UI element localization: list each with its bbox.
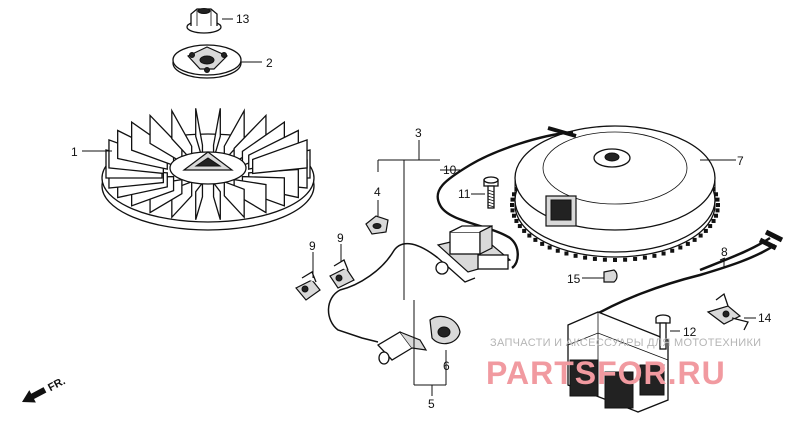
fan-fin: [149, 113, 183, 164]
gear-tooth: [670, 248, 675, 253]
fan-fin: [195, 180, 204, 220]
part-2-starter-plate: [172, 44, 242, 79]
gear-tooth: [716, 203, 720, 207]
gear-tooth: [698, 233, 703, 238]
callout-3: 3: [415, 126, 422, 140]
part-3-ignition-coil: [435, 225, 512, 283]
gear-tooth: [533, 237, 538, 242]
gear-tooth: [623, 257, 628, 262]
gear-tooth: [527, 233, 532, 238]
bolt-thread: [487, 189, 495, 193]
gear-tooth: [715, 208, 720, 213]
gear-tooth: [564, 251, 569, 256]
gear-tooth: [540, 241, 545, 246]
front-direction-indicator: FR.: [22, 375, 67, 403]
gear-tooth: [714, 192, 719, 197]
callout-14: 14: [758, 311, 772, 325]
part-6-rubber-boot: [429, 315, 461, 345]
bolt-thread: [487, 195, 495, 199]
gear-tooth: [522, 228, 527, 233]
gear-tooth: [573, 253, 578, 258]
part-8-charge-wire: [589, 229, 784, 320]
gear-tooth: [514, 187, 519, 192]
gear-tooth: [511, 213, 516, 218]
spark-plug-lead: [327, 243, 439, 343]
watermark-caption: ЗАПЧАСТИ И АКСЕССУАРЫ ДЛЯ МОТОТЕХНИКИ: [490, 337, 761, 349]
leader-lines: [82, 18, 756, 396]
part-9-clamp-left: [295, 271, 321, 301]
callout-6: 6: [443, 359, 450, 373]
fan-fin: [195, 108, 204, 160]
part-12-bolt: [655, 314, 671, 350]
arrow-icon: [22, 387, 47, 403]
gear-tooth: [510, 203, 514, 207]
watermark: ЗАПЧАСТИ И АКСЕССУАРЫ ДЛЯ МОТОТЕХНИКИ PA…: [486, 337, 761, 391]
callout-15: 15: [567, 272, 581, 286]
gear-tooth: [517, 224, 522, 229]
part-14-wing-clip: [706, 292, 749, 331]
part-10-lead-wire: [436, 126, 577, 269]
gear-tooth: [547, 245, 552, 250]
bolt-thread: [487, 201, 495, 205]
fan-fin: [171, 108, 193, 162]
part-1-flywheel-fan: [101, 108, 315, 231]
part-4-clip: [365, 215, 389, 235]
callout-7: 7: [737, 154, 744, 168]
gear-tooth: [511, 192, 516, 197]
part-7-flywheel-rotor: [510, 125, 720, 262]
gear-tooth: [510, 208, 515, 213]
gear-tooth: [592, 256, 597, 261]
callout-13: 13: [236, 12, 250, 26]
callout-11: 11: [458, 187, 471, 201]
callout-numbers: 13 2 1 3 10 4 11 7 8 9 9 15 12 14 6 5: [71, 12, 772, 411]
callout-5: 5: [428, 397, 435, 411]
gear-tooth: [514, 218, 519, 223]
callout-10: 10: [443, 163, 457, 177]
part-9-clamp-right: [329, 259, 355, 289]
gear-tooth: [685, 241, 690, 246]
gear-tooth: [661, 251, 666, 256]
gear-tooth: [692, 237, 697, 242]
callout-8: 8: [721, 245, 728, 259]
gear-tooth: [510, 197, 515, 202]
charge-coil-assembly: [567, 311, 669, 413]
callout-4: 4: [374, 185, 381, 199]
fan-fin: [223, 180, 245, 219]
fan-fin: [212, 180, 221, 220]
fr-label: FR.: [46, 375, 67, 394]
gear-tooth: [703, 228, 708, 233]
fan-fin: [252, 139, 308, 175]
gear-tooth: [613, 258, 617, 262]
gear-tooth: [678, 245, 683, 250]
gear-tooth: [715, 197, 720, 202]
part-11-bolt: [483, 176, 499, 209]
gear-tooth: [714, 213, 719, 218]
bolt-thread: [487, 192, 495, 196]
bolt-thread: [487, 198, 495, 202]
gear-tooth: [633, 256, 638, 261]
gear-tooth: [583, 255, 588, 260]
part-15-cap: [603, 269, 618, 283]
gear-tooth: [711, 187, 716, 192]
callout-9-left: 9: [309, 239, 316, 253]
bolt-thread: [487, 204, 495, 208]
callout-12: 12: [683, 325, 697, 339]
gear-tooth: [652, 253, 657, 258]
fan-fin: [212, 108, 221, 160]
gear-tooth: [711, 218, 716, 223]
callout-9-right: 9: [337, 231, 344, 245]
gear-tooth: [708, 224, 713, 229]
gear-tooth: [642, 255, 647, 260]
gear-tooth: [602, 257, 607, 262]
callout-2: 2: [266, 56, 273, 70]
watermark-brand: PARTSFOR.RU: [486, 355, 726, 391]
part-13-flange-nut: [186, 8, 222, 34]
callout-1: 1: [71, 145, 78, 159]
part-5-plug-cap: [376, 331, 428, 365]
gear-tooth: [555, 248, 560, 253]
